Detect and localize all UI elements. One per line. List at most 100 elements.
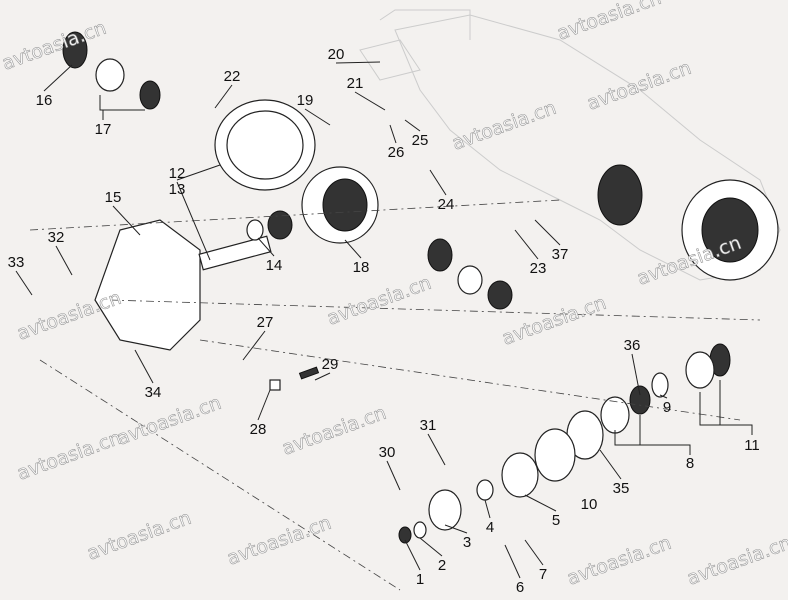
ring-gear-inner-drawing [226, 110, 304, 180]
part-label-9: 9 [663, 399, 671, 416]
watermark-text: avtoasia.cn [324, 272, 434, 330]
part-label-34: 34 [145, 384, 162, 401]
leader-line-16 [43, 64, 73, 92]
leader-line-2 [419, 537, 443, 557]
watermark-text: avtoasia.cn [114, 392, 224, 450]
part-label-30: 30 [379, 444, 396, 461]
leader-line-27 [242, 330, 266, 361]
watermark-text: avtoasia.cn [564, 532, 674, 590]
leader-line-28 [257, 389, 271, 421]
part-label-28: 28 [250, 421, 267, 438]
watermark-text: avtoasia.cn [279, 402, 389, 460]
cup-8-drawing [600, 396, 630, 434]
leader-line-35 [599, 449, 622, 480]
part-label-24: 24 [438, 196, 455, 213]
side-gear-drawing [427, 238, 453, 272]
part-label-12: 12 [169, 165, 186, 182]
watermark-text: avtoasia.cn [84, 507, 194, 565]
part-label-19: 19 [297, 92, 314, 109]
part-label-1: 1 [416, 571, 424, 588]
watermark-text: avtoasia.cn [684, 532, 788, 590]
part-label-23: 23 [530, 260, 547, 277]
leader-line-20 [335, 61, 381, 64]
differential-spider-drawing [322, 178, 368, 232]
leader-line-21 [354, 91, 386, 111]
assembly-centerlines [29, 199, 761, 591]
part-label-35: 35 [613, 480, 630, 497]
leader-line-9 [659, 394, 668, 399]
carrier-housing-drawing [94, 219, 201, 351]
part-label-21: 21 [347, 75, 364, 92]
part-label-37: 37 [552, 246, 569, 263]
leader-line-37 [534, 219, 561, 246]
bearing-8-drawing [629, 385, 651, 415]
gear-16-drawing [62, 31, 88, 69]
part-label-36: 36 [624, 337, 641, 354]
part-label-4: 4 [486, 519, 494, 536]
leader-line-18 [344, 239, 362, 259]
part-label-33: 33 [8, 254, 25, 271]
part-label-25: 25 [412, 132, 429, 149]
leader-line-29 [314, 372, 331, 381]
flange-3-drawing [428, 489, 462, 531]
part-label-18: 18 [353, 259, 370, 276]
leader-line-5 [524, 494, 557, 512]
leader-line-22 [214, 84, 233, 109]
part-label-27: 27 [257, 314, 274, 331]
planetary-hub-drawing [597, 164, 643, 226]
watermark-text: avtoasia.cn [224, 512, 334, 570]
leader-line-24 [429, 169, 447, 196]
leader-line-3 [444, 524, 468, 534]
bracket-leader [639, 415, 691, 455]
leader-lines [15, 61, 753, 579]
watermark-text: avtoasia.cn [14, 427, 124, 485]
leader-line-32 [55, 245, 73, 276]
leader-line-15 [112, 205, 141, 236]
leader-line-33 [15, 270, 33, 296]
watermark-text: avtoasia.cn [449, 97, 559, 155]
leader-line-30 [386, 460, 401, 491]
leader-line-23 [514, 229, 539, 260]
leader-line-19 [304, 108, 331, 126]
wheel-hub-center-drawing [701, 197, 759, 263]
part-label-2: 2 [438, 557, 446, 574]
cup-drawing [457, 265, 483, 295]
part-label-13: 13 [169, 181, 186, 198]
flange-10-drawing [534, 428, 576, 482]
bracket-leader [614, 430, 691, 455]
leader-line-36 [631, 353, 641, 396]
part-label-14: 14 [266, 257, 283, 274]
washer-2-drawing [413, 521, 427, 539]
part-label-31: 31 [420, 417, 437, 434]
part-label-5: 5 [552, 512, 560, 529]
part-label-11: 11 [744, 437, 760, 454]
leader-line-34 [134, 349, 154, 384]
leader-line-6 [504, 544, 521, 579]
part-label-17: 17 [95, 121, 112, 138]
part-label-29: 29 [322, 356, 339, 373]
bracket-leader [102, 109, 145, 120]
parts-drawings [62, 31, 779, 544]
bracket-leader [699, 392, 753, 435]
leader-line-13 [176, 164, 221, 181]
part-label-3: 3 [463, 534, 471, 551]
part-label-32: 32 [48, 229, 65, 246]
watermark-text: avtoasia.cn [554, 0, 664, 45]
part-label-26: 26 [388, 144, 405, 161]
leader-line-25 [404, 119, 421, 132]
part-label-10: 10 [581, 496, 598, 513]
leader-line-4 [484, 499, 491, 519]
leader-line-7 [524, 539, 544, 566]
ring-4-drawing [476, 479, 494, 501]
bolt-29-drawing [298, 366, 320, 380]
nut-28-drawing [269, 379, 281, 391]
part-label-16: 16 [36, 92, 53, 109]
leader-line-31 [427, 433, 446, 466]
bearing-14-drawing [267, 210, 293, 240]
part-label-6: 6 [516, 579, 524, 596]
nut-1-drawing [398, 526, 412, 544]
ring-9-drawing [651, 372, 669, 398]
watermark-text: avtoasia.cn [499, 292, 609, 350]
